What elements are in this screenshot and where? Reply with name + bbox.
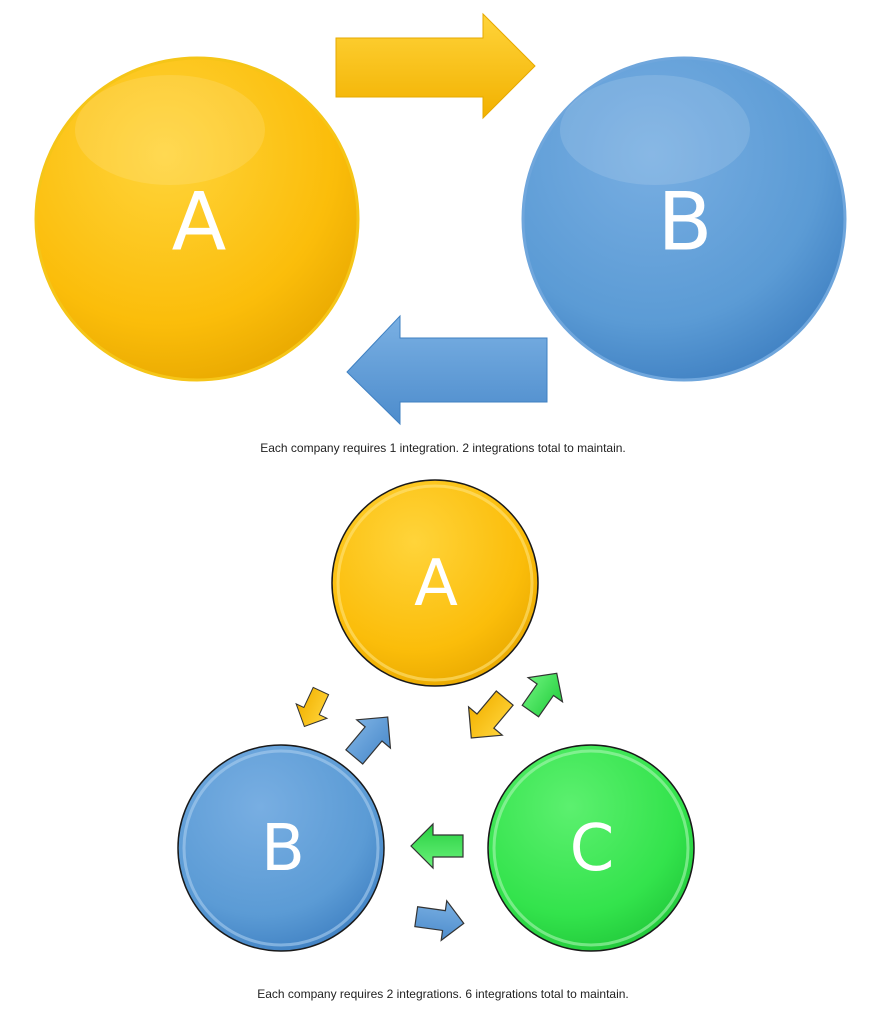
arrow-b-to-c bbox=[414, 899, 465, 942]
node-b-circle bbox=[177, 744, 385, 952]
diagram-2-caption: Each company requires 2 integrations. 6 … bbox=[257, 987, 629, 1001]
node-a-circle bbox=[331, 479, 539, 687]
node-c-label: C bbox=[570, 812, 615, 886]
arrow-right-icon bbox=[335, 12, 536, 120]
diagram-1: A B bbox=[34, 12, 847, 426]
node-a-highlight bbox=[75, 75, 265, 185]
node-b-label: B bbox=[261, 812, 305, 886]
arrow-down-left-icon bbox=[467, 690, 514, 739]
diagram-2: A B C bbox=[177, 479, 695, 952]
node-b: B bbox=[177, 744, 385, 952]
node-a: A bbox=[34, 56, 360, 382]
node-a-bevel bbox=[336, 484, 534, 682]
node-a: A bbox=[331, 479, 539, 687]
node-a-label: A bbox=[172, 176, 227, 269]
node-a-circle bbox=[34, 56, 360, 382]
node-c-circle bbox=[487, 744, 695, 952]
diagram-1-caption: Each company requires 1 integration. 2 i… bbox=[260, 441, 626, 455]
arrow-a-to-b bbox=[295, 686, 330, 728]
node-b-highlight bbox=[560, 75, 750, 185]
node-b: B bbox=[521, 56, 847, 382]
node-c-bevel bbox=[492, 749, 690, 947]
arrow-b-to-a bbox=[346, 314, 548, 426]
node-b-bevel bbox=[182, 749, 380, 947]
arrow-c-to-a bbox=[521, 672, 564, 718]
arrow-down-icon bbox=[295, 686, 330, 728]
node-b-circle bbox=[521, 56, 847, 382]
arrow-left-icon bbox=[410, 822, 464, 870]
arrow-a-to-c bbox=[467, 690, 514, 739]
arrow-up-right-icon bbox=[345, 716, 392, 765]
arrow-up-right-icon bbox=[521, 672, 564, 718]
arrow-c-to-b bbox=[410, 822, 464, 870]
arrow-b-to-a bbox=[345, 716, 392, 765]
node-a-label: A bbox=[414, 547, 458, 621]
arrow-left-icon bbox=[346, 314, 548, 426]
arrow-a-to-b bbox=[335, 12, 536, 120]
node-b-label: B bbox=[658, 176, 713, 269]
arrow-right-icon bbox=[414, 899, 465, 942]
node-c: C bbox=[487, 744, 695, 952]
